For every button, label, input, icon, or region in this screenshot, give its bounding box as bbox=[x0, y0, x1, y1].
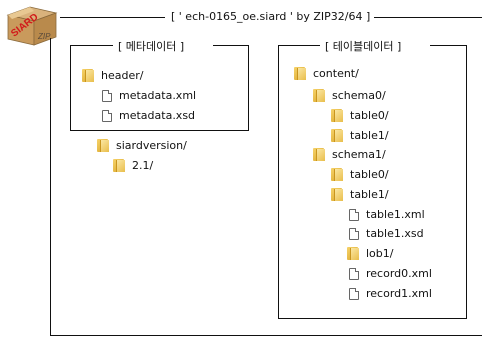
header-folder[interactable]: header/ bbox=[82, 69, 143, 82]
content-folder[interactable]: content/ bbox=[294, 67, 359, 80]
table-box-bottom bbox=[278, 318, 467, 319]
outer-frame-top-right bbox=[372, 17, 482, 18]
siardversion-folder[interactable]: siardversion/ bbox=[97, 139, 187, 152]
zip-logo-text: ZIP bbox=[37, 32, 51, 41]
folder-icon bbox=[313, 89, 325, 102]
metadata-box-left bbox=[70, 45, 71, 131]
file-icon bbox=[102, 109, 112, 122]
record0-xml-file[interactable]: record0.xml bbox=[349, 267, 432, 280]
file-icon bbox=[349, 287, 359, 300]
file-icon bbox=[349, 227, 359, 240]
archive-title: [ ' ech-0165_oe.siard ' by ZIP32/64 ] bbox=[167, 10, 375, 23]
folder-label: table0/ bbox=[350, 109, 389, 122]
schema0-table0-folder[interactable]: table0/ bbox=[331, 109, 389, 122]
schema1-table1-folder[interactable]: table1/ bbox=[331, 188, 389, 201]
table-box-top-right bbox=[430, 45, 467, 46]
folder-label: table0/ bbox=[350, 168, 389, 181]
lob1-folder[interactable]: lob1/ bbox=[347, 247, 393, 260]
table1-xml-file[interactable]: table1.xml bbox=[349, 208, 425, 221]
metadata-xsd-file[interactable]: metadata.xsd bbox=[102, 109, 195, 122]
file-label: metadata.xml bbox=[119, 89, 197, 102]
file-label: record0.xml bbox=[366, 267, 432, 280]
folder-label: lob1/ bbox=[366, 247, 394, 260]
metadata-box-top-right bbox=[213, 45, 248, 46]
schema1-table0-folder[interactable]: table0/ bbox=[331, 168, 389, 181]
folder-icon bbox=[97, 139, 109, 152]
outer-frame-top-left bbox=[60, 17, 165, 18]
table-box-left bbox=[278, 45, 279, 319]
folder-icon bbox=[331, 168, 343, 181]
folder-label: 2.1/ bbox=[132, 159, 154, 172]
file-label: record1.xml bbox=[366, 287, 432, 300]
metadata-box-right bbox=[248, 45, 249, 131]
file-icon bbox=[349, 267, 359, 280]
folder-icon bbox=[82, 69, 94, 82]
metadata-box-title: [ 메타데이터 ] bbox=[114, 38, 189, 54]
metadata-box-bottom bbox=[70, 130, 249, 131]
table1-xsd-file[interactable]: table1.xsd bbox=[349, 227, 424, 240]
folder-icon bbox=[347, 247, 359, 260]
table-box-title: [ 테이블데이터 ] bbox=[321, 38, 406, 54]
folder-label: schema0/ bbox=[332, 89, 386, 102]
folder-label: table1/ bbox=[350, 188, 389, 201]
folder-label: table1/ bbox=[350, 129, 389, 142]
folder-label: header/ bbox=[101, 69, 144, 82]
table-box-top-left bbox=[278, 45, 320, 46]
record1-xml-file[interactable]: record1.xml bbox=[349, 287, 432, 300]
table-box-right bbox=[466, 45, 467, 319]
file-label: table1.xsd bbox=[366, 227, 424, 240]
file-label: metadata.xsd bbox=[119, 109, 196, 122]
schema0-table1-folder[interactable]: table1/ bbox=[331, 129, 389, 142]
folder-label: siardversion/ bbox=[116, 139, 187, 152]
folder-icon bbox=[113, 159, 125, 172]
version-2-1-folder[interactable]: 2.1/ bbox=[113, 159, 153, 172]
outer-frame-bottom bbox=[50, 335, 482, 336]
schema1-folder[interactable]: schema1/ bbox=[313, 148, 386, 161]
box-icon: SIARD ZIP bbox=[6, 6, 58, 46]
folder-icon bbox=[294, 67, 306, 80]
file-icon bbox=[349, 208, 359, 221]
file-icon bbox=[102, 89, 112, 102]
outer-frame-left bbox=[50, 38, 51, 336]
schema0-folder[interactable]: schema0/ bbox=[313, 89, 386, 102]
folder-icon bbox=[331, 109, 343, 122]
folder-icon bbox=[331, 188, 343, 201]
metadata-xml-file[interactable]: metadata.xml bbox=[102, 89, 196, 102]
folder-icon bbox=[313, 148, 325, 161]
metadata-box-top-left bbox=[70, 45, 113, 46]
folder-label: schema1/ bbox=[332, 148, 386, 161]
folder-icon bbox=[331, 129, 343, 142]
siard-zip-logo: SIARD ZIP bbox=[4, 3, 60, 47]
folder-label: content/ bbox=[313, 67, 359, 80]
file-label: table1.xml bbox=[366, 208, 425, 221]
